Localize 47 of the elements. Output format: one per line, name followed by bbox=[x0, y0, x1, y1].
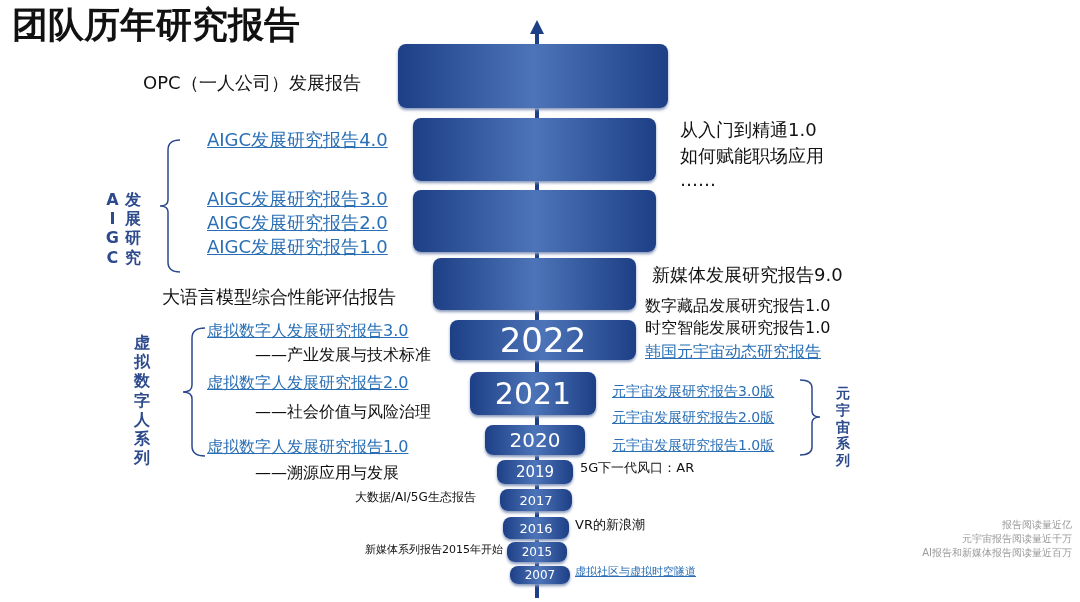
year-bar: 2021 bbox=[470, 372, 596, 415]
series-label: 元宇宙系列 bbox=[836, 385, 851, 469]
report-link: 虚拟数字人发展研究报告2.0 bbox=[207, 374, 409, 393]
year-bar: 2017 bbox=[500, 489, 572, 511]
report-link: AIGC发展研究报告1.0 bbox=[207, 237, 388, 258]
readership-note: AI报告和新媒体报告阅读量近百万 bbox=[922, 547, 1072, 559]
readership-note: 报告阅读量近亿 bbox=[1002, 519, 1072, 531]
subtitle: ——产业发展与技术标准 bbox=[255, 346, 431, 365]
report-title: 新媒体发展研究报告9.0 bbox=[652, 265, 843, 286]
timeline-bar bbox=[413, 118, 656, 181]
report-title: OPC（一人公司）发展报告 bbox=[143, 73, 361, 94]
timeline-bar bbox=[398, 44, 668, 108]
timeline-bar bbox=[413, 190, 656, 252]
report-title: 数字藏品发展研究报告1.0 bbox=[645, 297, 831, 316]
series-label: 虚拟数字人系列 bbox=[134, 333, 151, 468]
series-label: AIGC bbox=[104, 190, 120, 267]
report-title: 如何赋能职场应用 bbox=[680, 146, 824, 167]
report-link: 元宇宙发展研究报告2.0版 bbox=[612, 409, 775, 426]
report-link: 元宇宙发展研究报告3.0版 bbox=[612, 383, 775, 400]
series-label: 发展研究 bbox=[125, 190, 142, 267]
report-title: 大数据/AI/5G生态报告 bbox=[355, 491, 476, 505]
report-link: AIGC发展研究报告4.0 bbox=[207, 130, 388, 151]
report-title: 新媒体系列报告2015年开始 bbox=[365, 544, 503, 557]
subtitle: ——溯源应用与发展 bbox=[255, 464, 399, 483]
report-title: 时空智能发展研究报告1.0 bbox=[645, 319, 831, 338]
report-link: 虚拟数字人发展研究报告3.0 bbox=[207, 322, 409, 341]
report-link: 元宇宙发展研究报告1.0版 bbox=[612, 437, 775, 454]
year-bar: 2022 bbox=[450, 320, 636, 360]
ellipsis: …… bbox=[680, 170, 716, 191]
report-link: 虚拟社区与虚拟时空隧道 bbox=[575, 566, 696, 579]
report-link: 虚拟数字人发展研究报告1.0 bbox=[207, 438, 409, 457]
year-bar: 2007 bbox=[510, 566, 570, 584]
year-bar: 2019 bbox=[497, 460, 573, 484]
subtitle: ——社会价值与风险治理 bbox=[255, 403, 431, 422]
report-title: VR的新浪潮 bbox=[575, 518, 645, 533]
timeline-bar bbox=[433, 258, 636, 310]
year-bar: 2016 bbox=[503, 517, 569, 539]
report-title: 大语言模型综合性能评估报告 bbox=[162, 287, 396, 308]
report-link: AIGC发展研究报告2.0 bbox=[207, 213, 388, 234]
report-title: 5G下一代风口：AR bbox=[580, 461, 695, 476]
readership-note: 元宇宙报告阅读量近千万 bbox=[962, 533, 1072, 545]
title: 团队历年研究报告 bbox=[12, 4, 300, 46]
year-bar: 2015 bbox=[507, 542, 567, 562]
report-link: 韩国元宇宙动态研究报告 bbox=[645, 343, 821, 362]
report-link: AIGC发展研究报告3.0 bbox=[207, 189, 388, 210]
year-bar: 2020 bbox=[485, 425, 585, 455]
report-title: 从入门到精通1.0 bbox=[680, 120, 817, 141]
